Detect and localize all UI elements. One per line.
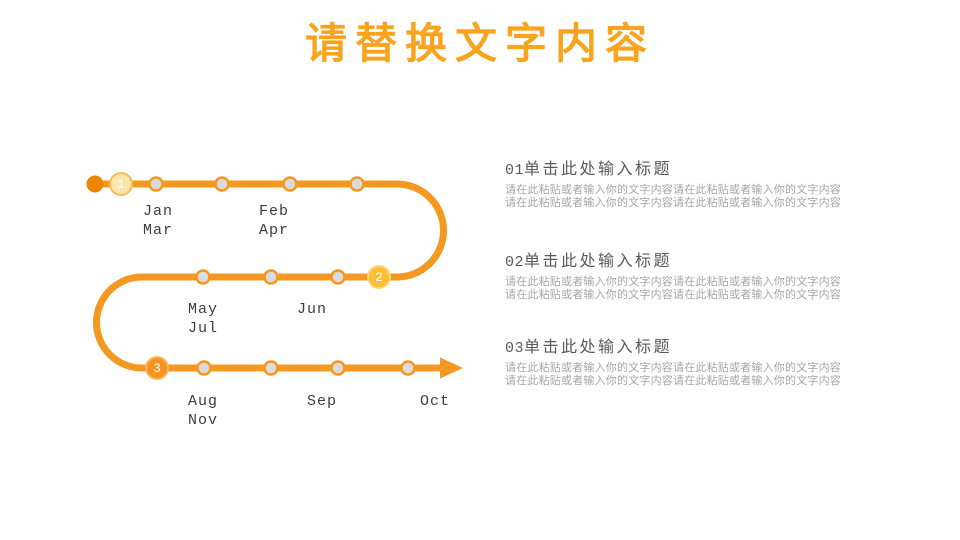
- step-badge-1: 1: [109, 172, 133, 196]
- month-label-apr: Apr: [258, 222, 290, 239]
- section-body-line: 请在此粘贴或者输入你的文字内容请在此粘贴或者输入你的文字内容: [505, 375, 841, 387]
- start-dot: [86, 175, 104, 193]
- timeline-dot: [330, 269, 346, 285]
- section-heading-text: 单击此处输入标题: [524, 161, 673, 178]
- text-section-2: 02单击此处输入标题 请在此粘贴或者输入你的文字内容请在此粘贴或者输入你的文字内…: [505, 247, 895, 302]
- step-badge-2: 2: [367, 265, 391, 289]
- month-label-mar: Mar: [142, 222, 174, 239]
- section-body-line: 请在此粘贴或者输入你的文字内容请在此粘贴或者输入你的文字内容: [505, 289, 841, 301]
- timeline-dot: [330, 360, 346, 376]
- section-body-line: 请在此粘贴或者输入你的文字内容请在此粘贴或者输入你的文字内容: [505, 197, 841, 209]
- text-section-3: 03单击此处输入标题 请在此粘贴或者输入你的文字内容请在此粘贴或者输入你的文字内…: [505, 333, 895, 388]
- timeline-dot: [349, 176, 365, 192]
- section-heading-text: 单击此处输入标题: [524, 339, 673, 356]
- section-number: 03: [505, 340, 525, 357]
- timeline-dots: [148, 176, 416, 376]
- month-label-oct: Oct: [419, 393, 451, 410]
- timeline-dot: [214, 176, 230, 192]
- section-body-line: 请在此粘贴或者输入你的文字内容请在此粘贴或者输入你的文字内容: [505, 184, 841, 196]
- section-heading: 01单击此处输入标题: [505, 155, 895, 179]
- timeline-dot: [148, 176, 164, 192]
- month-label-jul: Jul: [187, 320, 219, 337]
- step-number: 2: [375, 269, 383, 285]
- month-label-nov: Nov: [187, 412, 219, 429]
- slide-title: 请替换文字内容: [304, 20, 655, 67]
- month-label-aug: Aug: [187, 393, 219, 410]
- arrow-icon: [440, 357, 463, 379]
- step-badge-3: 3: [145, 356, 169, 380]
- section-heading: 02单击此处输入标题: [505, 247, 895, 271]
- section-heading: 03单击此处输入标题: [505, 333, 895, 357]
- section-number: 02: [505, 254, 525, 271]
- month-label-feb: Feb: [258, 203, 290, 220]
- month-label-jun: Jun: [296, 301, 328, 318]
- timeline-dot: [282, 176, 298, 192]
- timeline-dot: [400, 360, 416, 376]
- section-number: 01: [505, 162, 525, 179]
- text-section-1: 01单击此处输入标题 请在此粘贴或者输入你的文字内容请在此粘贴或者输入你的文字内…: [505, 155, 895, 210]
- step-number: 1: [117, 176, 125, 192]
- timeline-dot: [263, 360, 279, 376]
- timeline-dot: [196, 360, 212, 376]
- month-label-jan: Jan: [142, 203, 174, 220]
- section-body-line: 请在此粘贴或者输入你的文字内容请在此粘贴或者输入你的文字内容: [505, 362, 841, 374]
- timeline-dot: [195, 269, 211, 285]
- month-label-sep: Sep: [306, 393, 338, 410]
- month-label-may: May: [187, 301, 219, 318]
- section-body-line: 请在此粘贴或者输入你的文字内容请在此粘贴或者输入你的文字内容: [505, 276, 841, 288]
- step-number: 3: [153, 360, 161, 376]
- timeline-dot: [263, 269, 279, 285]
- section-heading-text: 单击此处输入标题: [524, 253, 673, 270]
